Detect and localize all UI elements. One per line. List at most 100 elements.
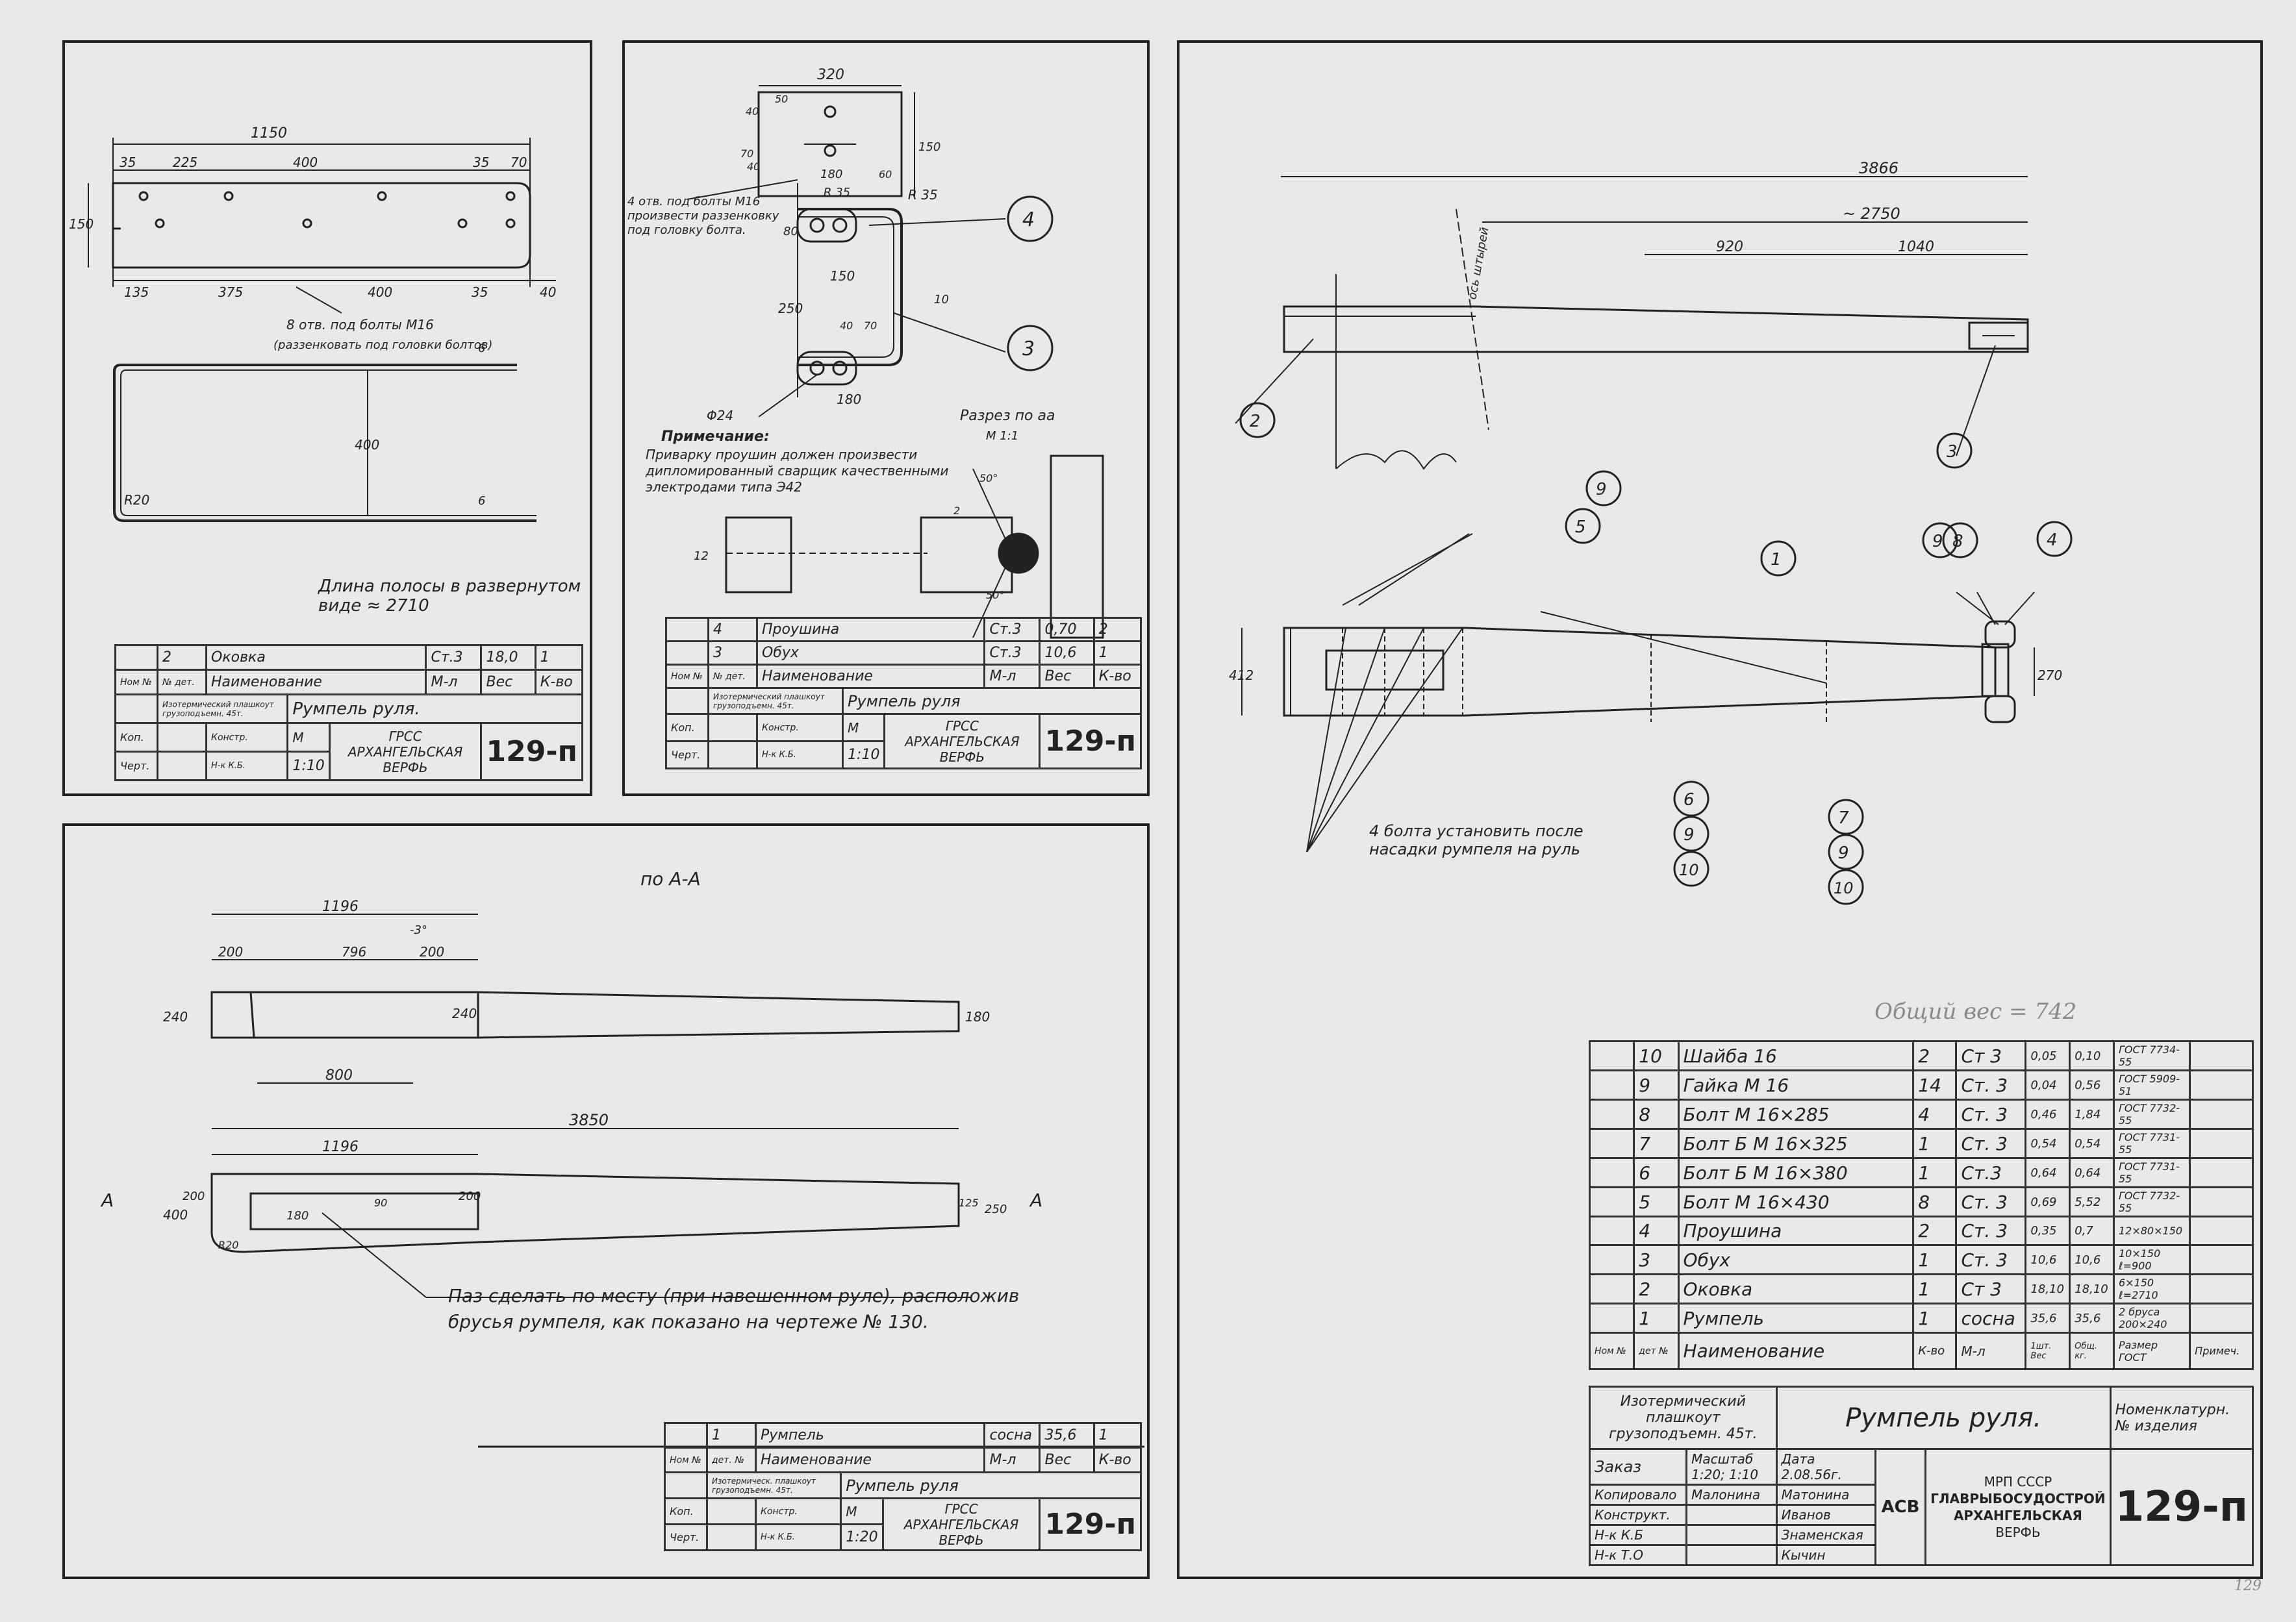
cell-nk: Н-к К.Б. <box>205 751 289 781</box>
cell-pos: 1 <box>706 1422 757 1449</box>
section-label: Разрез по аа <box>960 408 1055 424</box>
dim-dia: Φ24 <box>707 408 733 423</box>
dim-d6: 180 <box>820 168 842 181</box>
callout-7: 7 <box>1838 808 1849 828</box>
head-name: Наименование <box>205 669 427 695</box>
cell-cherp: Черт. <box>665 740 709 769</box>
callout-9a: 9 <box>1596 480 1607 499</box>
callout-3: 3 <box>1022 338 1035 360</box>
dim-b1: 135 <box>124 284 149 300</box>
view-label: по А-А <box>640 868 701 890</box>
cell-vessel: Изотермическ. плашкоут грузоподъемн. 45т… <box>705 1471 842 1499</box>
tb-r1-label: Копировало <box>1588 1484 1688 1506</box>
cell-m: М <box>842 713 886 742</box>
dim-q: 125 <box>959 1197 979 1209</box>
callout-5: 5 <box>1575 518 1586 537</box>
head-pos: Ном № <box>114 669 158 695</box>
tb-scale: 1:20; 1:10 <box>1691 1467 1759 1482</box>
cell-scale: 1:10 <box>286 751 331 781</box>
callout-4: 4 <box>1022 208 1035 231</box>
dim-e: -3° <box>410 923 427 937</box>
strip-note: Длина полосы в развернутом виде ≈ 2710 <box>318 577 581 616</box>
cell-mat: Ст.3 <box>983 617 1041 642</box>
page-number: 129 <box>2234 1578 2262 1594</box>
panel-obukh <box>622 40 1150 796</box>
dim-d4: 40 <box>747 160 760 173</box>
dim-e6: 70 <box>864 319 877 332</box>
callout-10a: 10 <box>1679 861 1699 879</box>
tb-r1-name: Матонина <box>1775 1484 1876 1506</box>
dim-d1: 50 <box>775 93 788 105</box>
head-q: К-во <box>534 669 584 695</box>
dim-h: 180 <box>965 1009 990 1025</box>
cell-w: 35,6 <box>1039 1422 1095 1449</box>
dim-height: 150 <box>69 216 94 232</box>
head-pos: Ном № <box>664 1447 708 1473</box>
dim-d5: 150 <box>918 140 940 154</box>
dim-r: 250 <box>985 1203 1007 1216</box>
dim-k: 1196 <box>322 1139 359 1155</box>
dim-b: 200 <box>218 944 243 960</box>
callout-4: 4 <box>2047 530 2058 550</box>
cell-cherp: Черт. <box>664 1523 708 1551</box>
callout-8: 8 <box>1952 532 1963 551</box>
hole-note-2: (раззенковать под головки болтов) <box>273 338 492 352</box>
cell-vessel: Изотермический плашкоут грузоподъемн. 45… <box>707 687 844 715</box>
cell-q: 1 <box>1092 640 1142 666</box>
dim-thick1: 6 <box>478 342 485 355</box>
cell-konstr: Констр. <box>754 1497 842 1525</box>
dim-d: 200 <box>420 944 444 960</box>
dim-thick2: 6 <box>478 494 485 508</box>
dim-e3: 250 <box>778 301 803 316</box>
dim-d2: 40 <box>746 105 759 118</box>
hole-note: 8 отв. под болты М16 <box>286 317 434 332</box>
cell-name: Румпель <box>754 1422 986 1449</box>
cell-org: ГРСС АРХАНГЕЛЬСКАЯ ВЕРФЬ <box>883 713 1041 769</box>
section-scale: М 1:1 <box>986 429 1018 443</box>
gap: 2 <box>953 505 960 517</box>
tb-org1: МРП СССР <box>1984 1474 2052 1490</box>
head-w: Вес <box>1039 1447 1095 1473</box>
angle-1: 50° <box>979 472 998 484</box>
tb-num: 129-п <box>2109 1448 2254 1566</box>
dim-j: 3850 <box>569 1111 609 1129</box>
dim-d4: 35 <box>473 155 489 170</box>
panel-rumpel <box>62 823 1150 1579</box>
cell-scale: 1:10 <box>842 740 886 769</box>
tb-r2-label: Конструкт. <box>1588 1504 1688 1526</box>
head-mat: М-л <box>983 1447 1041 1473</box>
bolt-note: 4 болта установить после насадки румпеля… <box>1369 822 1583 858</box>
dim-d5: 70 <box>511 155 527 170</box>
dim-total: 1150 <box>251 125 287 142</box>
dim-i: 800 <box>325 1067 353 1084</box>
tb-r1-sign: Малонина <box>1685 1484 1778 1506</box>
cell-nk: Н-к К.Б. <box>755 740 844 769</box>
cell-mat: Ст.3 <box>983 640 1041 666</box>
tb-r3-label: Н-к К.Б <box>1588 1524 1688 1546</box>
cell-qty: 1 <box>534 644 584 671</box>
dim-w: 320 <box>817 67 844 83</box>
callout-2: 2 <box>1250 412 1261 431</box>
cell-mat: сосна <box>983 1422 1041 1449</box>
tb-org2: ГЛАВРЫБОСУДОСТРОЙ <box>1930 1491 2106 1506</box>
head-pos: Ном № <box>665 664 709 689</box>
drawing-obukh: 4 3 320 50 40 70 40 150 180 60 R 35 R 35… <box>687 67 1104 639</box>
dim-a: 1196 <box>322 899 359 915</box>
cell-name: Оковка <box>205 644 427 671</box>
section-a-left: А <box>100 1190 114 1211</box>
panel-okovka <box>62 40 592 796</box>
dim-c: 796 <box>342 944 366 960</box>
head-w: Вес <box>480 669 536 695</box>
callout-9c: 9 <box>1838 843 1849 863</box>
cell-title: Румпель руля <box>840 1471 1142 1499</box>
cell-pos: 4 <box>707 617 758 642</box>
